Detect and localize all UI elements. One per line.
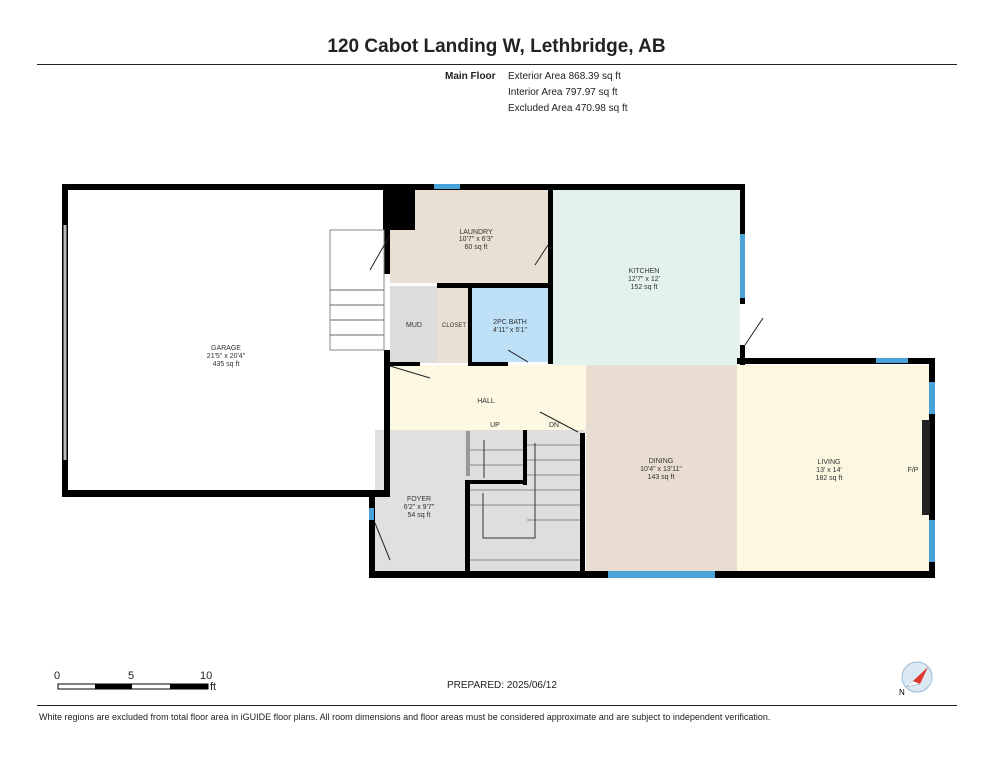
fireplace-label: F/P <box>908 467 919 474</box>
garage-area: 435 sq ft <box>213 361 240 368</box>
dining-room <box>586 365 737 575</box>
kitchen-dims: 12'7" x 12' <box>628 276 660 283</box>
kitchen-room <box>553 190 740 365</box>
laundry-room <box>390 190 548 283</box>
bath-room <box>472 288 548 362</box>
closet-label: CLOSET <box>442 323 466 329</box>
mud-room <box>390 286 437 363</box>
mud-label: MUD <box>406 322 422 329</box>
laundry-label: LAUNDRY <box>459 229 493 236</box>
garage-dims: 21'5" x 20'4" <box>207 353 246 360</box>
bath-label: 2PC BATH <box>493 319 527 326</box>
stairs-up-label: UP <box>490 422 500 429</box>
scale-tick-10: 10 <box>200 670 213 682</box>
exterior-area: Exterior Area 868.39 sq ft <box>508 71 621 82</box>
interior-area: Interior Area 797.97 sq ft <box>508 87 618 98</box>
garage-steps <box>329 229 385 351</box>
scale-bar <box>57 683 209 690</box>
foyer-dims: 6'2" x 9'7" <box>404 504 435 511</box>
door-swings <box>369 234 764 561</box>
floor-name: Main Floor <box>445 71 496 82</box>
closet-room <box>437 286 468 363</box>
compass-north-label: N <box>899 688 905 697</box>
footer-divider <box>37 705 957 706</box>
scale-unit: ft <box>210 681 217 693</box>
disclaimer: White regions are excluded from total fl… <box>39 712 771 722</box>
fireplace <box>922 420 930 515</box>
garage-room <box>68 190 384 490</box>
living-dims: 13' x 14' <box>816 467 842 474</box>
kitchen-label: KITCHEN <box>629 268 660 275</box>
hall-label: HALL <box>477 398 495 405</box>
stairs-down-label: DN <box>549 422 559 429</box>
header-divider <box>37 64 957 65</box>
stair-treads <box>470 440 580 561</box>
foyer-label: FOYER <box>407 496 431 503</box>
compass-icon: N <box>899 661 933 697</box>
dining-area: 143 sq ft <box>648 474 675 481</box>
laundry-dims: 10'7" x 6'3" <box>459 236 494 243</box>
prepared-date: PREPARED: 2025/06/12 <box>447 680 557 691</box>
page-title: 120 Cabot Landing W, Lethbridge, AB <box>327 36 666 57</box>
scale-tick-0: 0 <box>54 670 61 682</box>
dining-label: DINING <box>649 458 674 465</box>
garage-label: GARAGE <box>211 345 241 352</box>
living-area: 182 sq ft <box>816 475 843 482</box>
laundry-area: 60 sq ft <box>465 244 488 251</box>
foyer-area: 54 sq ft <box>408 512 431 519</box>
windows <box>369 184 935 578</box>
bath-dims: 4'11" x 5'1" <box>493 327 527 334</box>
scale-tick-5: 5 <box>128 670 135 682</box>
handrail <box>466 431 470 476</box>
dining-dims: 10'4" x 13'11" <box>640 466 682 473</box>
living-room <box>737 365 930 575</box>
living-label: LIVING <box>818 459 841 466</box>
kitchen-area: 152 sq ft <box>631 284 658 291</box>
excluded-area: Excluded Area 470.98 sq ft <box>508 103 628 114</box>
